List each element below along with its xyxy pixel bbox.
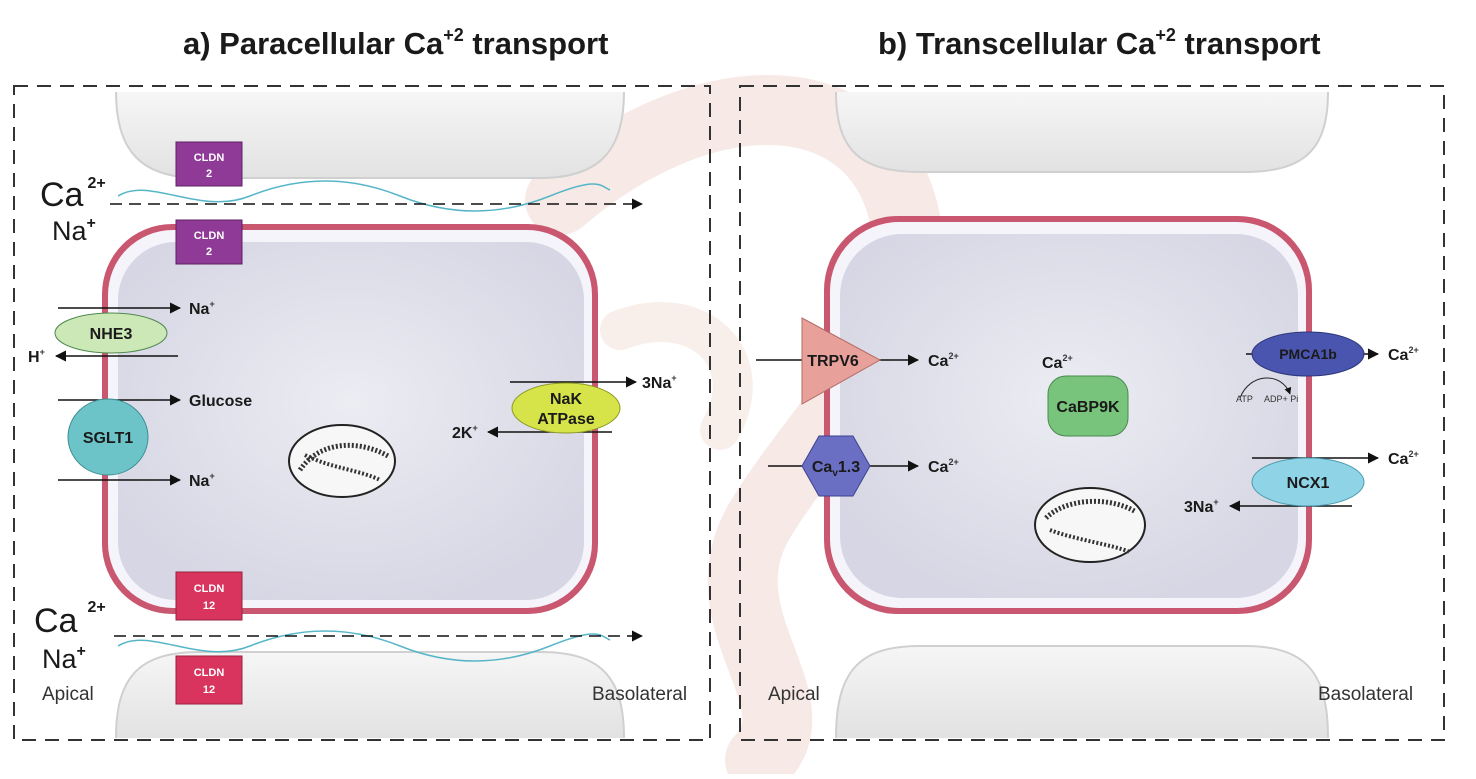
panel-b-frame <box>739 85 1445 741</box>
nucleus <box>288 424 396 498</box>
label-atp: ATP <box>1236 394 1253 404</box>
panel-b: TRPV6 Ca2+ Cav1.3 Ca2+ Ca2+ CaBP9K PMCA1… <box>756 91 1419 739</box>
svg-text:NaK: NaK <box>550 391 582 408</box>
label-ncx1-ca: Ca2+ <box>1388 449 1419 468</box>
svg-text:CaBP9K: CaBP9K <box>1056 399 1120 416</box>
label-2k: 2K+ <box>452 423 478 442</box>
ion-na-bottom: Na+ <box>42 643 86 674</box>
svg-text:Cav1.3: Cav1.3 <box>812 459 860 479</box>
cabp9k-protein: CaBP9K <box>1047 375 1129 437</box>
nak-atpase-pump: NaK ATPase <box>511 382 621 434</box>
svg-text:TRPV6: TRPV6 <box>807 353 859 370</box>
cytoplasm <box>118 242 584 600</box>
neighbor-cell-top-b <box>835 91 1329 173</box>
label-glucose: Glucose <box>189 393 252 410</box>
svg-text:CLDN: CLDN <box>194 152 225 164</box>
label-trpv6-ca: Ca2+ <box>928 351 959 370</box>
neighbor-cell-bottom-b <box>835 645 1329 739</box>
label-basolateral-a: Basolateral <box>592 684 687 705</box>
label-sglt1-na: Na+ <box>189 471 215 490</box>
ion-na-top: Na+ <box>52 215 96 246</box>
cav13-channel: Cav1.3 <box>801 435 871 497</box>
label-cav-ca: Ca2+ <box>928 457 959 476</box>
cldn2-top: CLDN 2 <box>175 141 243 187</box>
pmca1b-pump: PMCA1b <box>1251 331 1365 377</box>
label-apical-b: Apical <box>768 684 820 705</box>
label-cabp-ca: Ca2+ <box>1042 353 1073 372</box>
svg-text:12: 12 <box>203 684 215 696</box>
svg-text:12: 12 <box>203 600 215 612</box>
svg-text:2: 2 <box>206 168 212 180</box>
svg-text:CLDN: CLDN <box>194 667 225 679</box>
sglt1-transporter: SGLT1 <box>67 398 149 476</box>
neighbor-cell-top <box>115 91 625 179</box>
svg-text:PMCA1b: PMCA1b <box>1279 346 1337 362</box>
label-pmca-ca: Ca2+ <box>1388 345 1419 364</box>
arrow-atp-hydrolysis <box>1239 377 1292 399</box>
svg-text:ATPase: ATPase <box>537 411 595 428</box>
wave-bottom <box>117 630 611 662</box>
ncx1-exchanger: NCX1 <box>1251 457 1365 507</box>
label-3na: 3Na+ <box>642 373 677 392</box>
label-apical-a: Apical <box>42 684 94 705</box>
cldn12-top: CLDN 12 <box>175 571 243 621</box>
svg-text:2: 2 <box>206 246 212 258</box>
label-nhe3-na: Na+ <box>189 299 215 318</box>
label-ncx1-3na: 3Na+ <box>1184 497 1219 516</box>
nucleus-b <box>1034 487 1146 563</box>
cldn2-bottom: CLDN 2 <box>175 219 243 265</box>
panel-a-title: a) Paracellular Ca+2 transport <box>183 25 608 61</box>
svg-text:CLDN: CLDN <box>194 230 225 242</box>
neighbor-cell-bottom <box>115 651 625 739</box>
wave-top <box>117 180 611 212</box>
label-adp: ADP+ Pi <box>1264 394 1298 404</box>
nhe3-transporter: NHE3 <box>54 312 168 354</box>
svg-text:CLDN: CLDN <box>194 583 225 595</box>
label-nhe3-h: H+ <box>28 347 45 366</box>
label-basolateral-b: Basolateral <box>1318 684 1413 705</box>
svg-text:SGLT1: SGLT1 <box>83 430 133 447</box>
svg-text:NHE3: NHE3 <box>90 326 133 343</box>
panel-b-title: b) Transcellular Ca+2 transport <box>878 25 1321 61</box>
svg-text:NCX1: NCX1 <box>1287 475 1330 492</box>
panel-a-frame <box>13 85 711 741</box>
trpv6-channel: TRPV6 <box>801 317 882 405</box>
cldn12-bottom: CLDN 12 <box>175 655 243 705</box>
